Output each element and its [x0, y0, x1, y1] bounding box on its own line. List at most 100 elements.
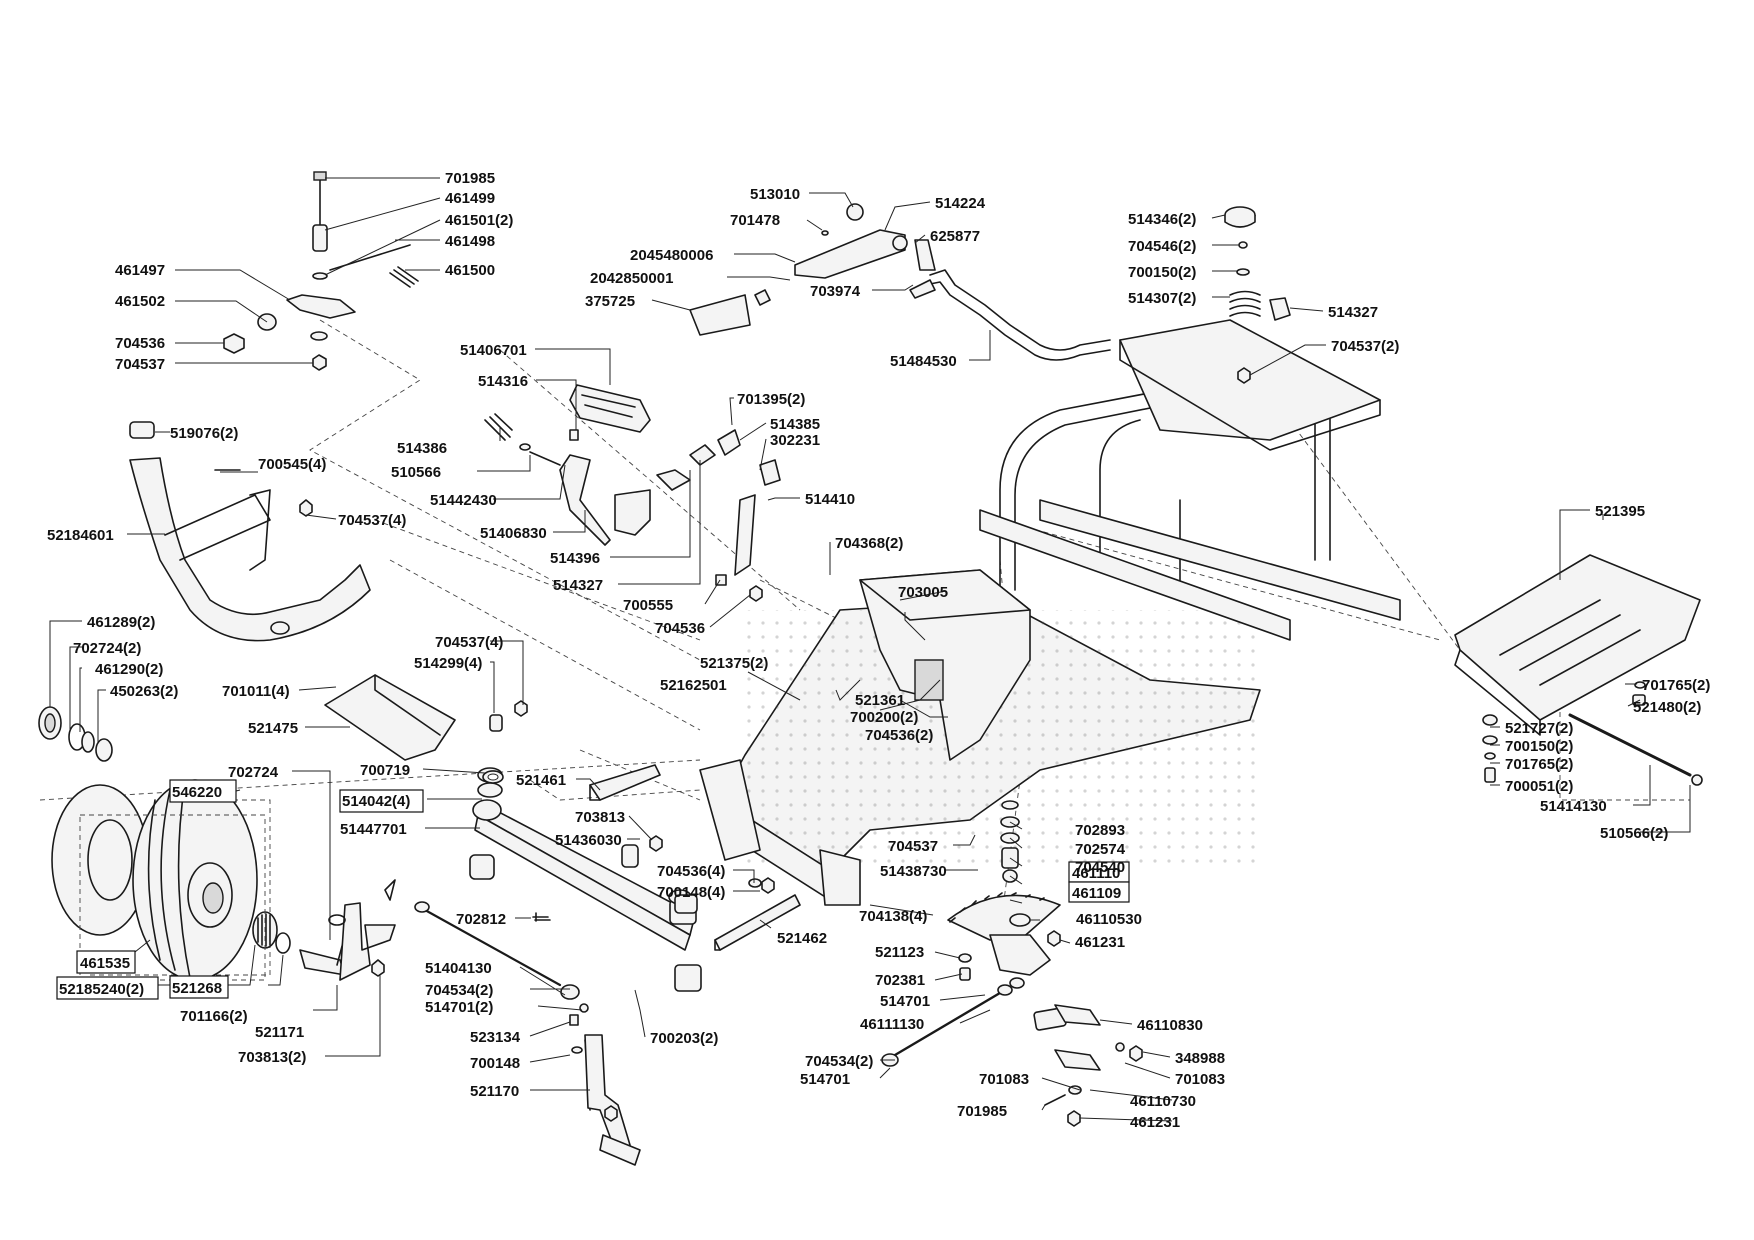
part-label: 703813(2) [238, 1049, 306, 1066]
part-label: 701166(2) [180, 1008, 248, 1025]
part-label: 2045480006 [630, 247, 713, 264]
front-wheels [38, 706, 291, 981]
part-label: 700555 [623, 597, 673, 614]
part-label: 521361 [855, 692, 905, 709]
label-boxes [56, 779, 1130, 1000]
part-label: 702812 [456, 911, 506, 928]
part-label: 704537(4) [338, 512, 406, 529]
front-bumper [129, 421, 371, 642]
part-label: 521268 [172, 980, 222, 997]
part-label: 51406830 [480, 525, 547, 542]
main-chassis-frame [699, 319, 1401, 906]
part-label: 625877 [930, 228, 980, 245]
part-label: 514327 [1328, 304, 1378, 321]
part-label: 52184601 [47, 527, 114, 544]
part-label: 704534(2) [425, 982, 493, 999]
part-label: 514316 [478, 373, 528, 390]
part-label: 514346(2) [1128, 211, 1196, 228]
part-label: 348988 [1175, 1050, 1225, 1067]
part-label: 546220 [172, 784, 222, 801]
part-label: 702381 [875, 972, 925, 989]
part-label: 703974 [810, 283, 861, 300]
part-label: 700150(2) [1128, 264, 1196, 281]
part-label: 51406701 [460, 342, 527, 359]
part-label: 513010 [750, 186, 800, 203]
part-label: 521171 [255, 1024, 304, 1041]
part-label: 701765(2) [1642, 677, 1710, 694]
battery-plate [1454, 554, 1703, 786]
part-label: 51414130 [1540, 798, 1607, 815]
part-label: 701478 [730, 212, 780, 229]
part-label: 704537 [888, 838, 938, 855]
part-label: 461497 [115, 262, 165, 279]
part-label: 514396 [550, 550, 600, 567]
part-label: 701765(2) [1505, 756, 1573, 773]
part-label: 704546(2) [1128, 238, 1196, 255]
part-label: 700051(2) [1505, 778, 1573, 795]
part-label: 461499 [445, 190, 495, 207]
part-label: 46110530 [1076, 911, 1142, 928]
part-label: 461109 [1072, 885, 1121, 902]
part-label: 700200(2) [850, 709, 918, 726]
part-label: 514385 [770, 416, 820, 433]
part-label: 701395(2) [737, 391, 805, 408]
part-label: 704537 [115, 356, 165, 373]
part-label: 704368(2) [835, 535, 903, 552]
part-label: 51442430 [430, 492, 497, 509]
part-label: 514410 [805, 491, 855, 508]
part-label: 704536 [115, 335, 165, 352]
part-label: 700148(4) [657, 884, 725, 901]
part-label: 704540 [1075, 859, 1125, 876]
part-label: 701083 [1175, 1071, 1225, 1088]
part-label: 521395 [1595, 503, 1645, 520]
part-label: 514701(2) [425, 999, 493, 1016]
part-label: 701083 [979, 1071, 1029, 1088]
seat-spring-assembly [1224, 206, 1291, 384]
part-label: 704536(4) [657, 863, 725, 880]
part-label: 461290(2) [95, 661, 163, 678]
part-label: 51484530 [890, 353, 957, 370]
part-label: 702574 [1075, 841, 1126, 858]
part-label: 700719 [360, 762, 410, 779]
brake-pedal-assembly [484, 384, 781, 602]
part-label: 700150(2) [1505, 738, 1573, 755]
part-label: 519076(2) [170, 425, 238, 442]
leader-lines [49, 177, 1691, 1122]
part-label: 521123 [875, 944, 924, 961]
part-label: 461498 [445, 233, 495, 250]
part-label: 521475 [248, 720, 298, 737]
part-label: 514386 [397, 440, 447, 457]
part-label: 375725 [585, 293, 635, 310]
part-label: 701011(4) [222, 683, 290, 700]
part-label: 450263(2) [110, 683, 178, 700]
part-label: 700545(4) [258, 456, 326, 473]
part-label: 521170 [470, 1083, 519, 1100]
steering-gear-assembly [881, 800, 1143, 1127]
part-label: 521375(2) [700, 655, 768, 672]
part-label: 514701 [800, 1071, 850, 1088]
part-number-labels: 701985 461499 461501(2) 461498 461497 46… [47, 170, 1710, 1131]
part-label: 52185240(2) [59, 981, 144, 998]
part-label: 51404130 [425, 960, 492, 977]
part-label: 514299(4) [414, 655, 482, 672]
part-label: 51447701 [340, 821, 407, 838]
part-label: 702893 [1075, 822, 1125, 839]
part-label: 52162501 [660, 677, 727, 694]
part-label: 704537(2) [1331, 338, 1399, 355]
part-label: 461289(2) [87, 614, 155, 631]
part-label: 2042850001 [590, 270, 673, 287]
part-label: 461500 [445, 262, 495, 279]
pivot-arm-assembly [223, 171, 419, 371]
part-label: 523134 [470, 1029, 521, 1046]
part-label: 702724 [228, 764, 279, 781]
part-label: 514224 [935, 195, 986, 212]
part-label: 514327 [553, 577, 603, 594]
part-label: 521462 [777, 930, 827, 947]
part-label: 46110730 [1130, 1093, 1196, 1110]
part-label: 704537(4) [435, 634, 503, 651]
part-label: 461231 [1130, 1114, 1180, 1131]
front-axle [299, 767, 702, 1166]
part-label: 46111130 [860, 1016, 924, 1033]
part-label: 701985 [957, 1103, 1007, 1120]
